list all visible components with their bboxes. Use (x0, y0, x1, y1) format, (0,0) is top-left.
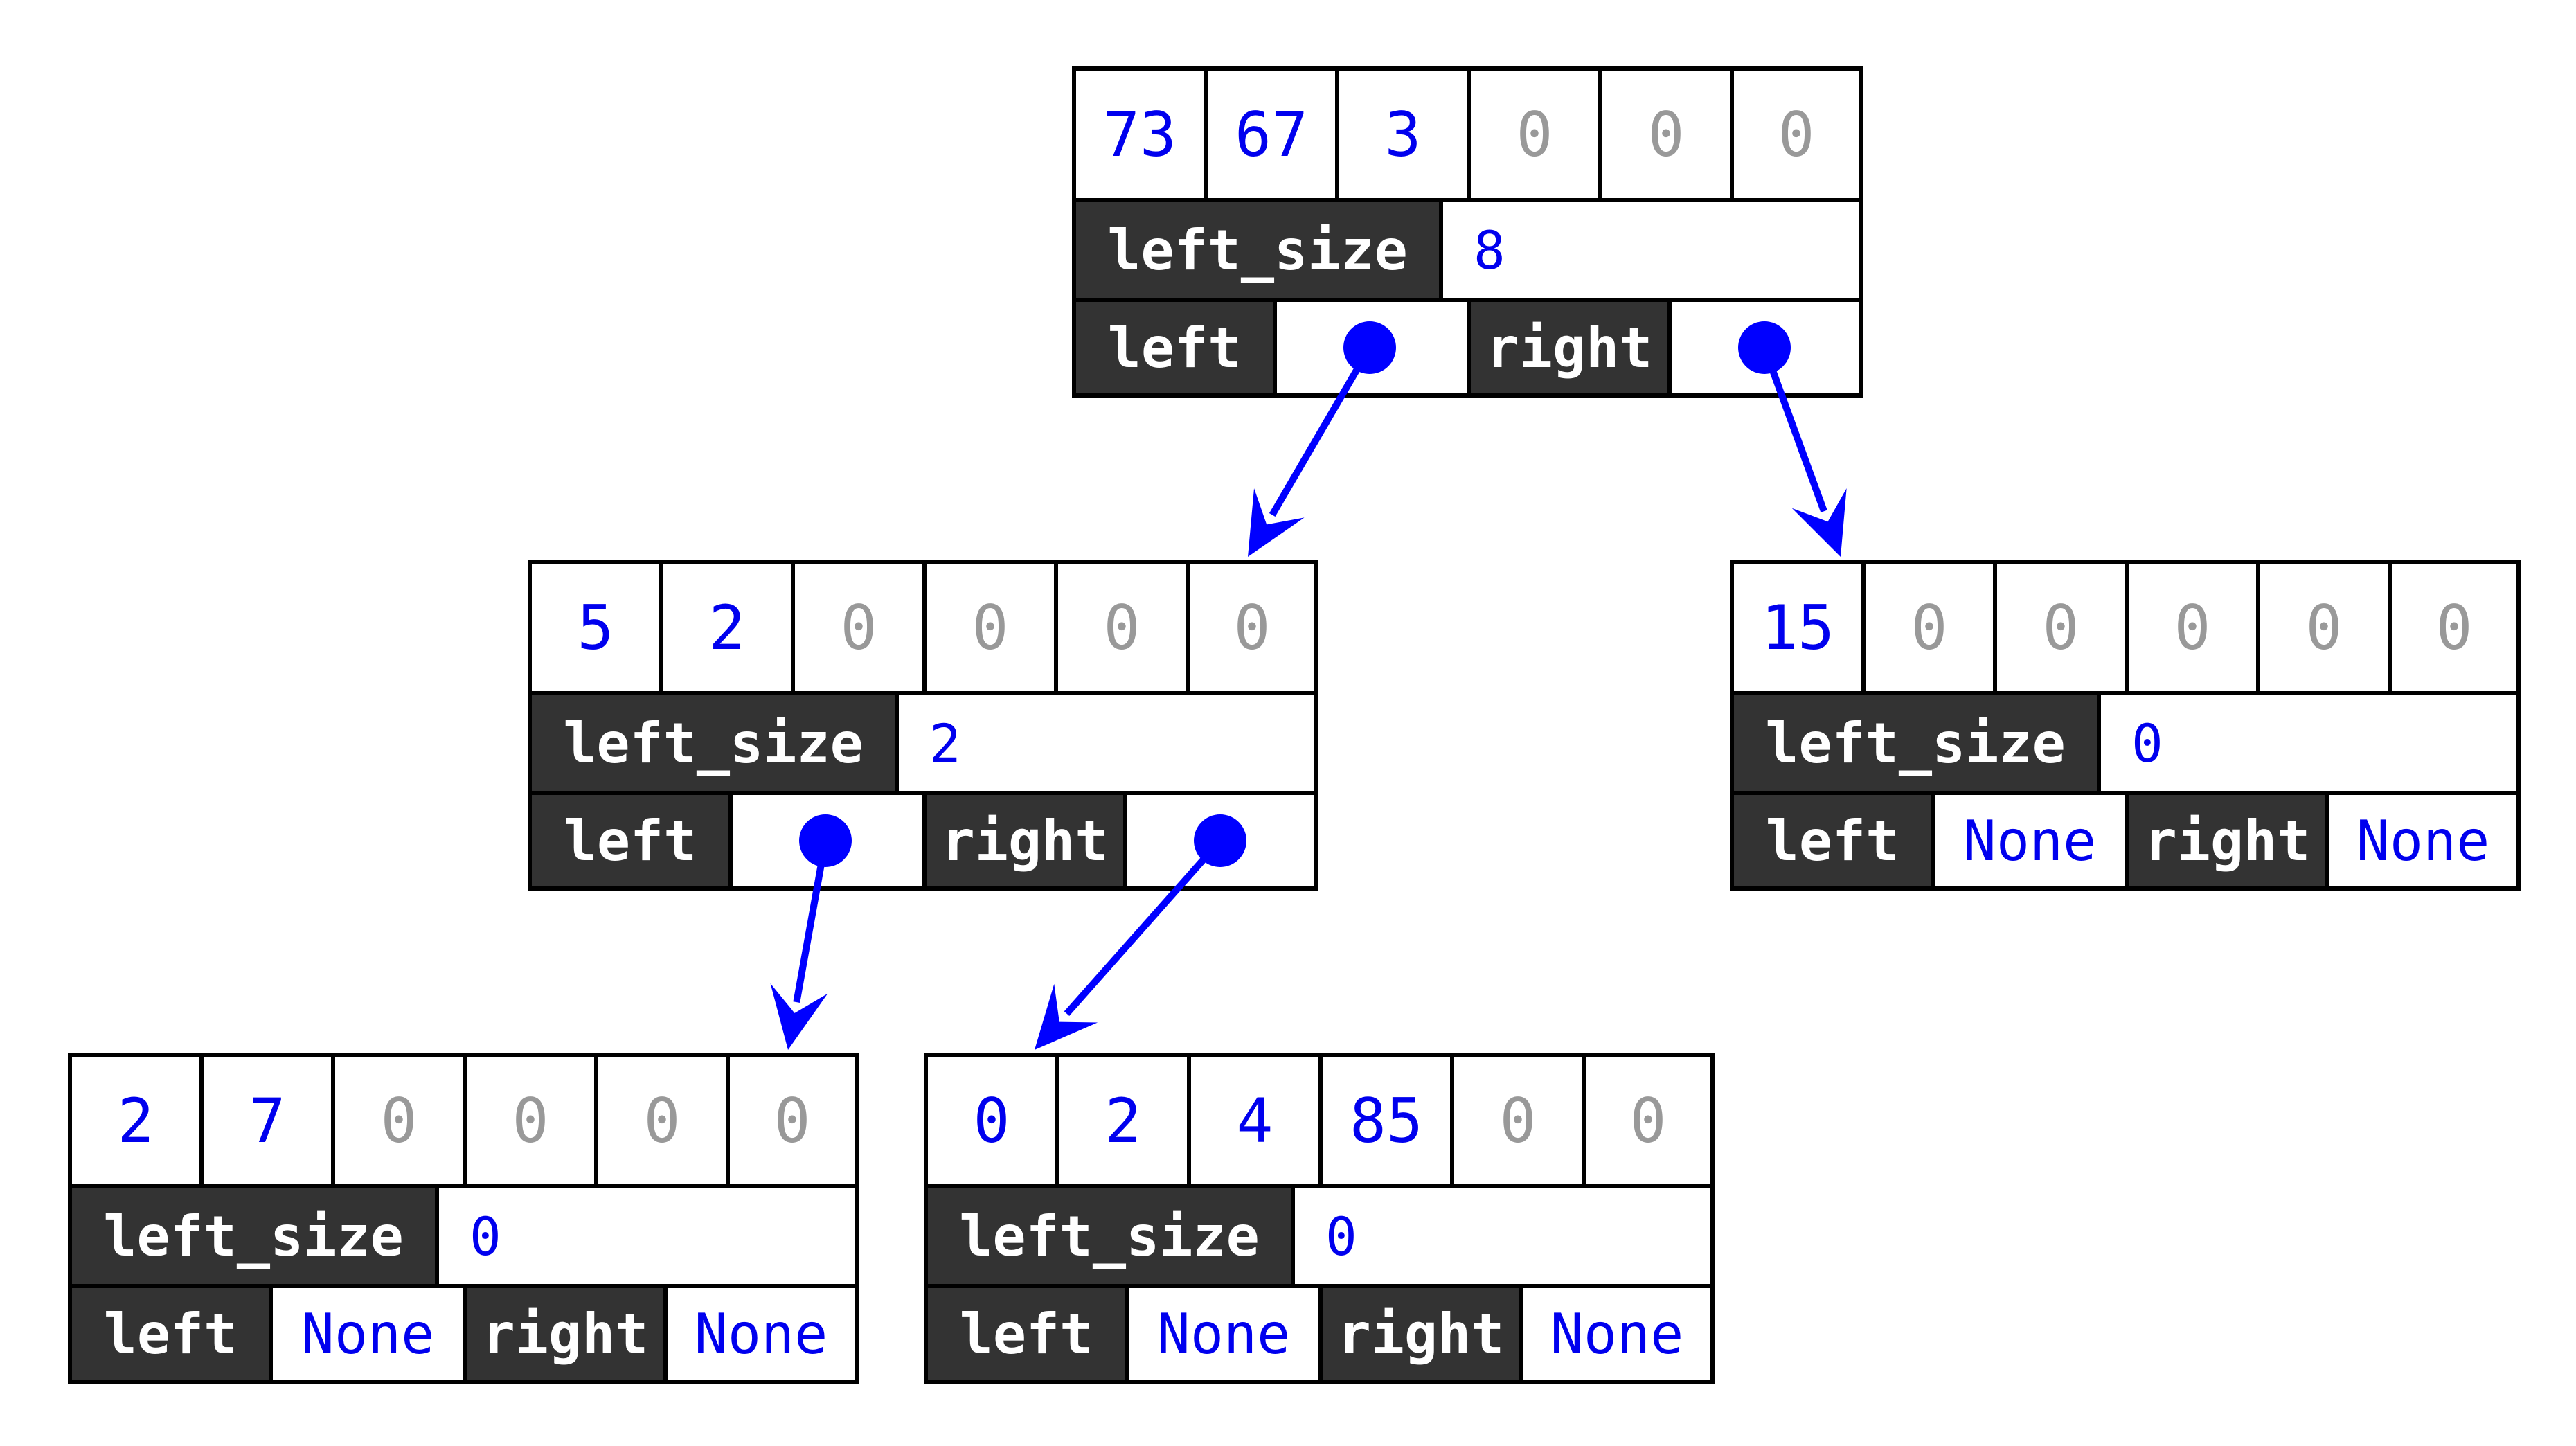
left-pointer: None (1125, 1284, 1323, 1384)
right-pointer: None (663, 1284, 859, 1384)
pointer-dot-root-right (1738, 321, 1791, 374)
value-cell: 0 (1450, 1053, 1586, 1188)
left-size-label: left_size (528, 691, 899, 795)
pointer-dot-left-child-left (799, 814, 852, 867)
right-label: right (2125, 791, 2329, 891)
edge-left-child-left (793, 840, 829, 1003)
right-pointer: None (2325, 791, 2521, 891)
left-label: left (924, 1284, 1129, 1384)
left-label: left (1730, 791, 1935, 891)
value-cell: 73 (1072, 66, 1208, 202)
value-cell: 2 (659, 560, 795, 695)
left-label: left (68, 1284, 273, 1384)
value-cell: 7 (199, 1053, 335, 1188)
left-label: left (528, 791, 733, 891)
value-cell: 0 (922, 560, 1058, 695)
left-size-label: left_size (1072, 198, 1443, 302)
right-label: right (922, 791, 1127, 891)
pointer-dot-root-left (1343, 321, 1396, 374)
right-label: right (1467, 298, 1672, 398)
right-label: right (463, 1284, 668, 1384)
right-pointer (1123, 791, 1318, 891)
value-cell: 0 (1598, 66, 1734, 202)
arrowhead-root-left (1248, 488, 1305, 557)
pointer-dot-left-child-right (1194, 814, 1246, 867)
edge-root-left (1269, 346, 1373, 517)
arrowhead-root-right (1791, 488, 1847, 557)
left-pointer: None (1931, 791, 2129, 891)
edge-root-right (1761, 346, 1827, 512)
left-size-label: left_size (1730, 691, 2101, 795)
value-cell: 4 (1187, 1053, 1323, 1188)
value-cell: 0 (726, 1053, 859, 1188)
left-pointer: None (269, 1284, 467, 1384)
left-size-value: 8 (1439, 198, 1863, 302)
arrowhead-left-child-right (1035, 983, 1098, 1050)
value-cell: 15 (1730, 560, 1866, 695)
left-label: left (1072, 298, 1277, 398)
right-pointer: None (1519, 1284, 1715, 1384)
value-cell: 0 (331, 1053, 467, 1188)
value-cell: 0 (1467, 66, 1602, 202)
value-cell: 5 (528, 560, 663, 695)
value-cell: 0 (594, 1053, 730, 1188)
edge-left-child-right (1064, 838, 1223, 1016)
value-cell: 0 (1730, 66, 1863, 202)
value-cell: 0 (1582, 1053, 1715, 1188)
value-cell: 0 (1861, 560, 1997, 695)
left-pointer (1273, 298, 1471, 398)
arrowhead-left-child-left (770, 983, 828, 1050)
